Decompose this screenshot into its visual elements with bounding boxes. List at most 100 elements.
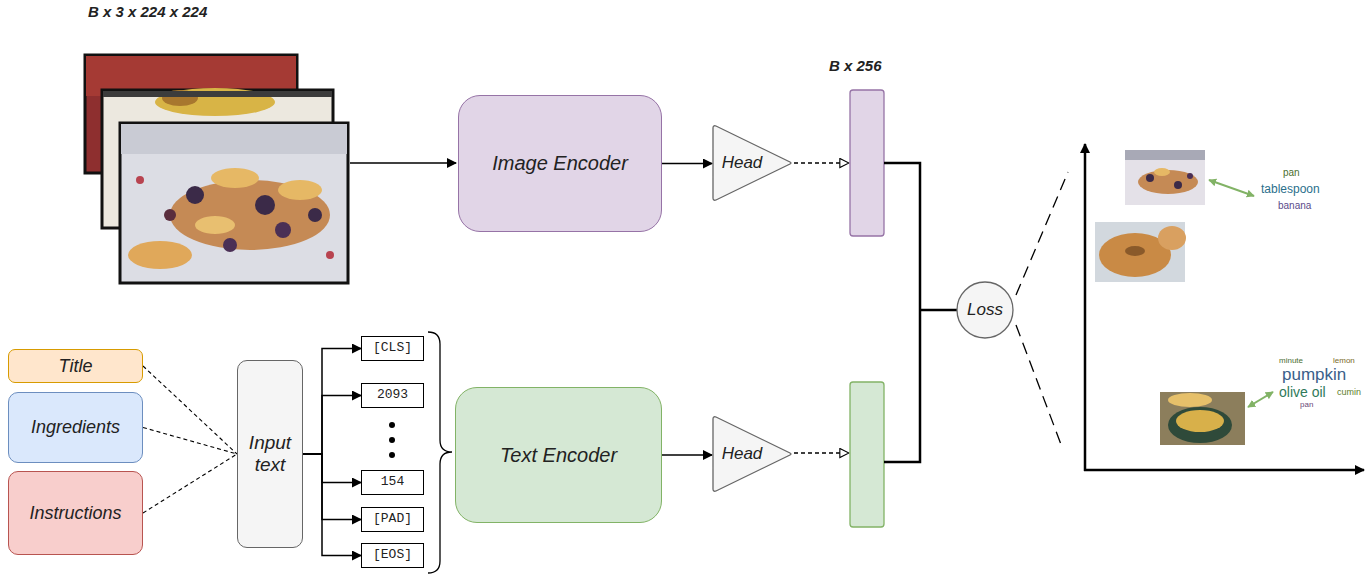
word-cloud-word: pan [1300,401,1313,409]
node-text: Text Encoder [500,444,617,467]
pancake-thumbnail [1187,173,1193,179]
image-input-arrow [350,162,456,164]
batch-shape-label: B x 3 x 224 x 224 [88,4,207,19]
node-text: Ingredients [31,417,120,438]
pancake-thumbnail [1174,181,1182,189]
embedding-space-axes [1084,144,1364,471]
food-image-stack [164,209,176,221]
bowl-thumbnail [1176,410,1224,432]
bagel-thumbnail [1125,246,1145,256]
pancake-thumbnail [1125,150,1205,160]
token-box: 154 [361,470,424,495]
pancake-thumbnail [1154,168,1170,176]
flow-arrow [303,454,361,520]
head-outline [713,417,791,492]
food-image-stack [186,186,204,204]
batch-shape-label: B x 256 [829,58,882,73]
word-cloud-word: olive oil [1279,385,1326,399]
flow-arrow [662,163,712,165]
head-outline [713,126,791,201]
bowl-thumbnail [1168,393,1212,407]
loss-circle: Loss [956,281,1014,339]
bowl-thumbnail [1168,407,1232,443]
token-brace [428,332,452,573]
loss-merge-line [884,163,957,462]
match-arrow [1248,392,1273,407]
node-text: Instructions [29,503,121,524]
food-image-stack [255,195,275,215]
ellipsis-dots [389,437,395,443]
input-text-box: Input text [237,360,303,548]
recipe-field-box: Instructions [8,471,143,555]
node-text: Image Encoder [492,152,628,175]
food-image-stack [121,124,347,154]
food-image-stack [120,123,348,283]
token-box: 2093 [361,383,424,408]
bagel-thumbnail [1158,226,1186,250]
zoom-lines [1016,325,1062,447]
flow-arrow [303,454,361,556]
zoom-lines [1016,172,1068,447]
loss-outline [957,282,1013,338]
bowl-thumbnail [1160,392,1245,445]
word-cloud-word: lemon [1333,357,1355,365]
word-cloud-word: pan [1283,168,1300,178]
node-text: Loss [967,300,1003,320]
token-box: [PAD] [361,507,424,532]
recipe-field-box: Ingredients [8,392,143,463]
recipe-field-box: Title [8,349,143,383]
token-box: [CLS] [361,336,424,361]
flow-arrow [303,454,361,483]
word-cloud-word: pumpkin [1282,366,1346,383]
embedding-space-axes [1084,469,1364,472]
dashed-link [143,428,237,455]
node-text: Head [722,153,763,173]
node-text: 2093 [377,388,408,403]
ellipsis-dots [389,422,395,458]
food-image-stack [278,180,322,200]
pancake-thumbnail [1125,150,1205,205]
match-arrow [1209,180,1254,196]
node-text: [EOS] [373,548,412,563]
node-text: [CLS] [373,341,412,356]
food-image-stack [195,216,235,234]
bagel-thumbnail [1095,222,1185,282]
food-image-stack [170,180,330,250]
food-image-stack [103,91,332,97]
food-image-stack [223,238,237,252]
node-text: Input text [241,432,299,476]
word-cloud-word: tablespoon [1261,183,1320,195]
pancake-thumbnail [1125,150,1205,205]
food-image-stack [128,241,192,269]
flow-arrow [303,396,361,455]
encoder-box: Image Encoder [458,95,662,232]
node-text: Title [59,356,93,377]
head-block: Head [712,415,792,493]
food-image-stack [211,168,259,188]
text-embedding-bar [850,382,884,527]
projection-arrow [794,452,849,453]
bagel-thumbnail [1095,222,1186,282]
head-block: Head [712,124,792,202]
node-text: [PAD] [373,512,412,527]
food-image-stack [275,222,291,238]
projection-arrow [794,163,849,453]
word-cloud-word: cumin [1337,388,1361,397]
flow-arrow [303,349,361,455]
ellipsis-dots [389,422,395,428]
food-image-stack [308,208,322,222]
zoom-lines [1016,172,1068,295]
encoder-box: Text Encoder [455,387,662,523]
food-image-stack [85,55,348,283]
image-embedding-bar [850,90,884,236]
token-box: [EOS] [361,543,424,568]
dashed-link [143,454,237,513]
pancake-thumbnail [1146,174,1154,182]
dashed-link [143,366,237,454]
match-arrow [1209,180,1273,407]
food-image-stack [136,176,144,184]
